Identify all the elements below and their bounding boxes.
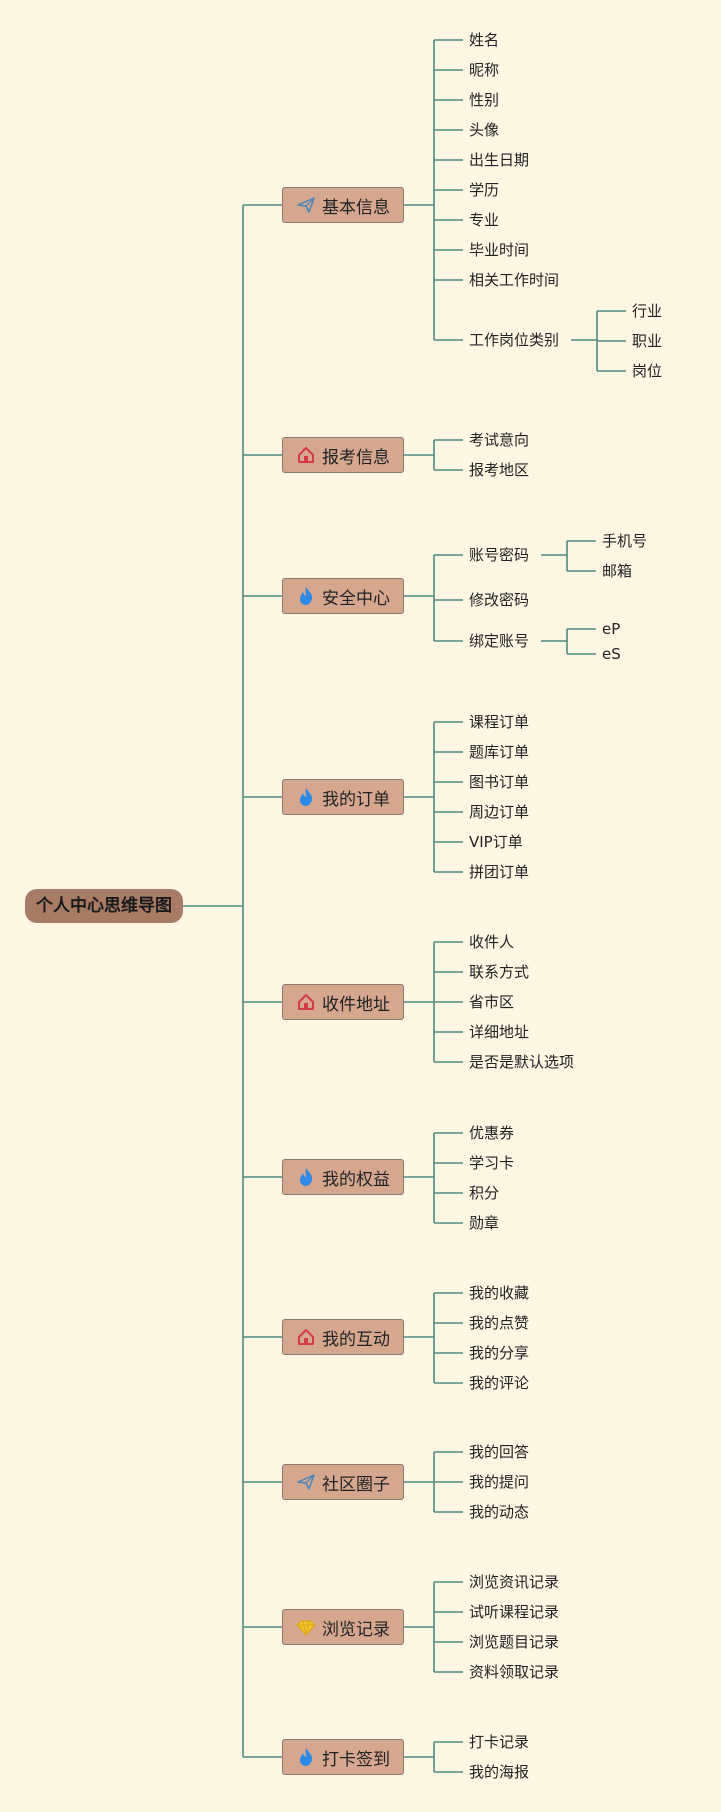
diamond-icon (296, 1617, 316, 1637)
leaf-item: 我的评论 (469, 1374, 530, 1392)
leaf-item: 浏览题目记录 (469, 1633, 560, 1651)
category-label: 我的权益 (322, 1169, 390, 1190)
leaf-item: 优惠券 (469, 1124, 515, 1142)
leaf-item: 考试意向 (469, 431, 530, 449)
sub-leaf-item: 职业 (632, 332, 663, 350)
leaf-item: 绑定账号 (469, 632, 530, 650)
leaf-item: 浏览资讯记录 (469, 1573, 560, 1591)
leaf-item: 昵称 (469, 61, 500, 79)
category-node-9: 浏览记录 (282, 1609, 404, 1645)
leaf-item: 打卡记录 (469, 1733, 530, 1751)
house-icon (296, 1327, 316, 1347)
root-node: 个人中心思维导图 (25, 889, 183, 923)
leaf-item: 头像 (469, 121, 500, 139)
leaf-item: 姓名 (469, 31, 500, 49)
leaf-item: 勋章 (469, 1214, 500, 1232)
category-label: 打卡签到 (322, 1749, 390, 1770)
leaf-item: 我的回答 (469, 1443, 530, 1461)
leaf-item: 工作岗位类别 (469, 331, 560, 349)
leaf-item: 报考地区 (469, 461, 530, 479)
sub-leaf-item: eP (602, 620, 621, 638)
sub-leaf-item: eS (602, 645, 621, 663)
leaf-item: 修改密码 (469, 591, 530, 609)
category-node-10: 打卡签到 (282, 1739, 404, 1775)
leaf-item: 题库订单 (469, 743, 530, 761)
category-node-3: 安全中心 (282, 578, 404, 614)
leaf-item: 相关工作时间 (469, 271, 560, 289)
category-label: 浏览记录 (322, 1619, 390, 1640)
category-node-4: 我的订单 (282, 779, 404, 815)
sub-leaf-item: 岗位 (632, 362, 663, 380)
flame-icon (296, 787, 316, 807)
category-label: 收件地址 (322, 994, 390, 1015)
category-node-8: 社区圈子 (282, 1464, 404, 1500)
sub-leaf-item: 手机号 (602, 532, 648, 550)
flame-icon (296, 1747, 316, 1767)
flame-icon (296, 586, 316, 606)
leaf-item: 我的海报 (469, 1763, 530, 1781)
leaf-item: 学习卡 (469, 1154, 515, 1172)
leaf-item: 账号密码 (469, 546, 530, 564)
sub-leaf-item: 邮箱 (602, 562, 633, 580)
leaf-item: VIP订单 (469, 833, 523, 851)
leaf-item: 图书订单 (469, 773, 530, 791)
leaf-item: 我的收藏 (469, 1284, 530, 1302)
category-label: 社区圈子 (322, 1474, 390, 1495)
leaf-item: 是否是默认选项 (469, 1053, 575, 1071)
flame-icon (296, 1167, 316, 1187)
house-icon (296, 992, 316, 1012)
category-node-7: 我的互动 (282, 1319, 404, 1355)
leaf-item: 我的提问 (469, 1473, 530, 1491)
leaf-item: 我的动态 (469, 1503, 530, 1521)
leaf-item: 拼团订单 (469, 863, 530, 881)
leaf-item: 周边订单 (469, 803, 530, 821)
leaf-item: 我的分享 (469, 1344, 530, 1362)
leaf-item: 毕业时间 (469, 241, 530, 259)
leaf-item: 详细地址 (469, 1023, 530, 1041)
sub-leaf-item: 行业 (632, 302, 663, 320)
category-label: 报考信息 (322, 447, 390, 468)
paper-plane-icon (296, 1472, 316, 1492)
leaf-item: 积分 (469, 1184, 500, 1202)
category-label: 我的订单 (322, 789, 390, 810)
leaf-item: 课程订单 (469, 713, 530, 731)
category-label: 安全中心 (322, 588, 390, 609)
leaf-item: 省市区 (469, 993, 515, 1011)
category-label: 基本信息 (322, 197, 390, 218)
category-node-2: 报考信息 (282, 437, 404, 473)
leaf-item: 我的点赞 (469, 1314, 530, 1332)
category-node-6: 我的权益 (282, 1159, 404, 1195)
leaf-item: 性别 (469, 91, 500, 109)
leaf-item: 专业 (469, 211, 500, 229)
house-icon (296, 445, 316, 465)
leaf-item: 出生日期 (469, 151, 530, 169)
leaf-item: 资料领取记录 (469, 1663, 560, 1681)
leaf-item: 收件人 (469, 933, 515, 951)
leaf-item: 联系方式 (469, 963, 530, 981)
paper-plane-icon (296, 195, 316, 215)
category-label: 我的互动 (322, 1329, 390, 1350)
leaf-item: 学历 (469, 181, 500, 199)
category-node-1: 基本信息 (282, 187, 404, 223)
leaf-item: 试听课程记录 (469, 1603, 560, 1621)
category-node-5: 收件地址 (282, 984, 404, 1020)
